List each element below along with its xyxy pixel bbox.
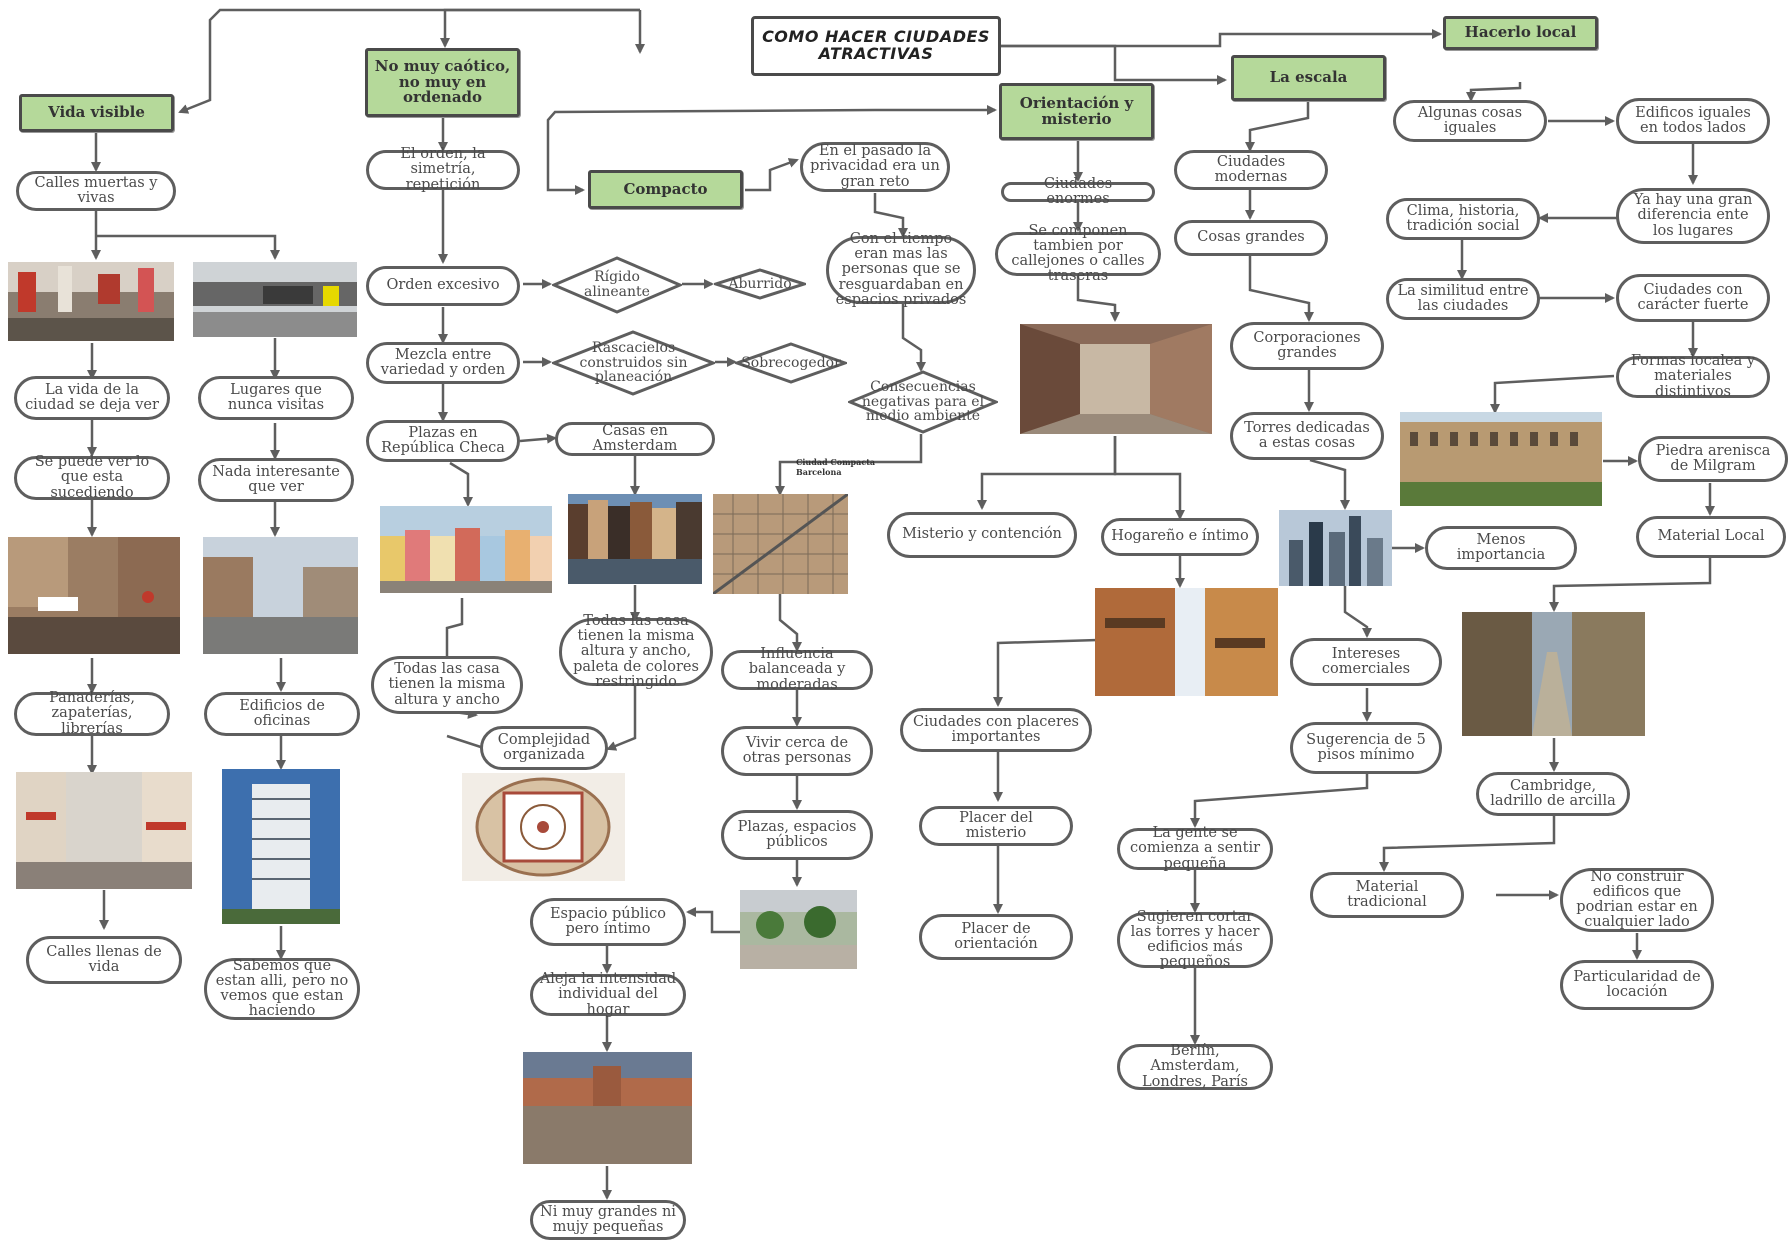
node-complejidad: Complejidad organizada (480, 726, 608, 770)
node-placer-misterio: Placer del misterio (919, 806, 1073, 846)
diagram-title: COMO HACER CIUDADES ATRACTIVAS (751, 16, 1001, 76)
node-se-componen: Se componen tambien por callejones o cal… (995, 223, 1161, 284)
node-calles-llenas: Calles llenas de vida (26, 936, 182, 984)
branch-compacto: Compacto (588, 170, 743, 209)
rigido-label: Rígido alineante (584, 269, 650, 300)
node-orden-simetria: El orden, la simetría, repetición (366, 147, 520, 192)
photo-public-plaza (740, 890, 857, 969)
branch-escala: La escala (1231, 55, 1386, 101)
node-lugares-nunca: Lugares que nunca visitas (198, 376, 354, 420)
photo-warehouse-street (193, 262, 357, 337)
photo-plaza-mayor (523, 1052, 692, 1164)
node-nada-interesante: Nada interesante que ver (198, 458, 354, 502)
node-piedra: Piedra arenisca de Milgram (1638, 436, 1788, 482)
node-edificios-iguales: Edificos iguales en todos lados (1616, 98, 1770, 144)
node-rigido: Rígido alineante (552, 256, 682, 314)
node-intereses: Intereses comerciales (1290, 638, 1442, 686)
node-vida-ciudad: La vida de la ciudad se deja ver (14, 376, 170, 420)
node-corporaciones: Corporaciones grandes (1230, 322, 1384, 370)
branch-hacerlo-local: Hacerlo local (1443, 16, 1598, 50)
node-se-puede-ver: Se puede ver lo que esta sucediendo (14, 455, 170, 500)
rascacielos-label: Rascacielos construidos sin planeación (579, 339, 688, 386)
photo-cambridge (1462, 612, 1645, 736)
branch-no-muy-caotico: No muy caótico, no muy en ordenado (365, 48, 520, 117)
sobrecogedor-label: Sobrecogedor (741, 354, 841, 371)
node-todas-casa-paleta: Todas las casa tienen la misma altura y … (559, 613, 713, 689)
node-sobrecogedor: Sobrecogedor (735, 342, 847, 384)
node-ni-muy: Ni muy grandes ni mujy pequeñas (530, 1200, 686, 1240)
node-placer-orientacion: Placer de orientación (919, 914, 1073, 960)
photo-busy-street (8, 262, 174, 341)
node-orden-excesivo: Orden excesivo (366, 266, 520, 306)
node-material-tradicional: Material tradicional (1310, 872, 1464, 918)
node-material-local: Material Local (1636, 516, 1786, 558)
barcelona-caption: Ciudad Compacta Barcelona (796, 457, 876, 477)
node-particularidad: Particularidad de locación (1560, 960, 1714, 1010)
photo-ceiling-ornament (462, 773, 625, 881)
photo-amsterdam-canal (568, 494, 702, 584)
node-rascacielos: Rascacielos construidos sin planeación (552, 330, 715, 396)
node-consecuencias: Consecuencias negativas para el medio am… (848, 370, 998, 434)
photo-street-market (8, 537, 180, 654)
node-algunas-cosas: Algunas cosas iguales (1393, 100, 1547, 142)
node-espacio-publico: Espacio público pero íntimo (530, 898, 686, 946)
node-aburrido: Aburrido (714, 268, 806, 300)
consecuencias-label: Consecuencias negativas para el medio am… (861, 378, 985, 425)
photo-czech-houses (380, 506, 552, 593)
photo-balconies (1095, 588, 1278, 696)
node-sabemos: Sabemos que estan alli, pero no vemos qu… (204, 958, 360, 1020)
node-edificios-oficinas: Edificios de oficinas (204, 692, 360, 736)
node-casas-amsterdam: Casas en Amsterdam (555, 422, 715, 456)
node-cambridge: Cambridge, ladrillo de arcilla (1476, 772, 1630, 816)
node-plazas-publicos: Plazas, espacios públicos (721, 810, 873, 860)
node-ciudades-placeres: Ciudades con placeres importantes (900, 708, 1092, 752)
node-con-tiempo: Con el tiempo eran mas las personas que … (826, 231, 976, 307)
node-ciudades-lista: Berlín, Amsterdam, Londres, París (1117, 1044, 1273, 1090)
node-gente-pequena: La gente se comienza a sentir pequeña (1117, 826, 1273, 871)
node-no-construir: No construir edificos que podrian estar … (1560, 868, 1714, 932)
node-formas: Formas localea y materiales distintivos (1616, 354, 1770, 399)
node-similitud: La similitud entre las ciudades (1386, 278, 1540, 320)
photo-row-houses (1400, 412, 1602, 506)
node-calles-muertas: Calles muertas y vivas (16, 171, 176, 211)
node-menos-importancia: Menos importancia (1425, 526, 1577, 570)
photo-empty-road (203, 537, 358, 654)
photo-shopping-street (16, 772, 192, 889)
photo-barcelona-aerial (713, 494, 848, 594)
node-hogareno: Hogareño e íntimo (1101, 518, 1259, 556)
node-plazas-checa: Plazas en República Checa (366, 420, 520, 462)
photo-skyscrapers (1279, 510, 1392, 586)
photo-office-tower (222, 769, 340, 924)
node-ciudades-enormes: Ciudades enormes (1001, 176, 1155, 207)
node-gran-diferencia: Ya hay una gran diferencia ente los luga… (1616, 188, 1770, 244)
node-vivir-cerca: Vivir cerca de otras personas (721, 726, 873, 776)
aburrido-label: Aburrido (728, 275, 792, 292)
branch-orientacion: Orientación y misterio (999, 83, 1154, 140)
node-sugieren-cortar: Sugieren cortar las torres y hacer edifi… (1117, 909, 1273, 970)
node-mezcla: Mezcla entre variedad y orden (366, 342, 520, 384)
node-ciudades-modernas: Ciudades modernas (1174, 150, 1328, 190)
node-influencia: Influencia balanceada y moderadas (721, 647, 873, 692)
node-caracter: Ciudades con carácter fuerte (1616, 274, 1770, 322)
node-sugerencia: Sugerencia de 5 pisos mínimo (1290, 722, 1442, 774)
branch-vida-visible: Vida visible (19, 94, 174, 132)
node-todas-casa: Todas las casa tienen la misma altura y … (371, 656, 523, 714)
node-panaderias: Panaderías, zapaterías, librerías (14, 691, 170, 736)
node-clima: Clima, historia, tradición social (1386, 198, 1540, 240)
node-pasado: En el pasado la privacidad era un gran r… (800, 142, 950, 192)
photo-alley (1020, 324, 1212, 434)
node-misterio-contencion: Misterio y contención (887, 512, 1077, 558)
node-cosas-grandes: Cosas grandes (1174, 220, 1328, 256)
node-aleja: Aleja la intensidad individual del hogar (530, 972, 686, 1017)
node-torres: Torres dedicadas a estas cosas (1230, 412, 1384, 460)
